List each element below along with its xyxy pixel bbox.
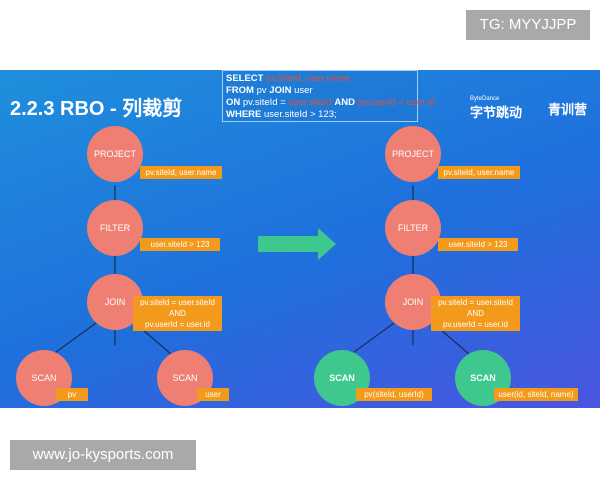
watermark-top: TG: MYYJJPP: [466, 10, 590, 40]
scan-user-label: user: [197, 388, 229, 401]
transform-arrow-icon: [258, 228, 336, 260]
filter-label: user.siteId > 123: [140, 238, 220, 251]
filter-node-pruned: FILTER: [385, 200, 441, 256]
edge: [349, 322, 395, 356]
project-node: PROJECT: [87, 126, 143, 182]
edge: [51, 322, 97, 356]
project-label-pruned: pv.siteId, user.name: [438, 166, 520, 179]
slide: 2.2.3 RBO - 列裁剪 SELECT pv.siteId, user.n…: [0, 70, 600, 408]
sql-box: SELECT pv.siteId, user.name FROM pv JOIN…: [222, 70, 435, 122]
filter-label-pruned: user.siteId > 123: [438, 238, 518, 251]
filter-node: FILTER: [87, 200, 143, 256]
watermark-bottom: www.jo-kysports.com: [10, 440, 196, 470]
project-label: pv.siteId, user.name: [140, 166, 222, 179]
scan-pv-label: pv: [56, 388, 88, 401]
scan-pv-node-pruned: SCAN: [314, 350, 370, 406]
slide-title: 2.2.3 RBO - 列裁剪: [10, 98, 183, 120]
scan-user-label-pruned: user(id, siteId, name): [494, 388, 578, 401]
scan-pv-label-pruned: pv(siteId, userId): [356, 388, 432, 401]
project-node-pruned: PROJECT: [385, 126, 441, 182]
camp-logo: 青训营: [548, 102, 588, 117]
